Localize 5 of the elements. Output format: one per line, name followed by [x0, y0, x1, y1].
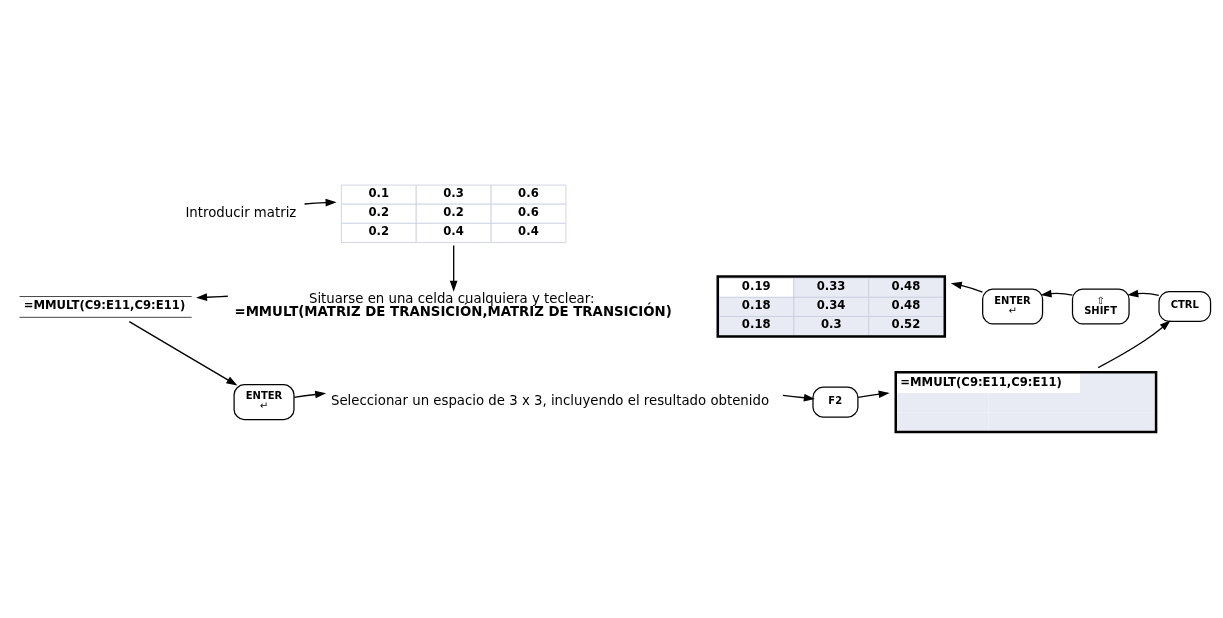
- node-text: Introducir matriz: [185, 204, 297, 220]
- node-text: Seleccionar un espacio de 3 x 3, incluyendo el resultado obtenido: [330, 393, 770, 409]
- node-text: =MMULT(C9:E11,C9:E11): [23, 298, 186, 313]
- node-text: 0.1 0.3 0.6 0.2 0.2 0.6 0.2 0.4 0.4: [368, 185, 539, 239]
- node-text: Situarse en una celda cualquiera y teclear: =MMULT(MATRIZ DE TRANSICIÓN,MATRIZ DE TRANSICIÓN): [234, 291, 672, 320]
